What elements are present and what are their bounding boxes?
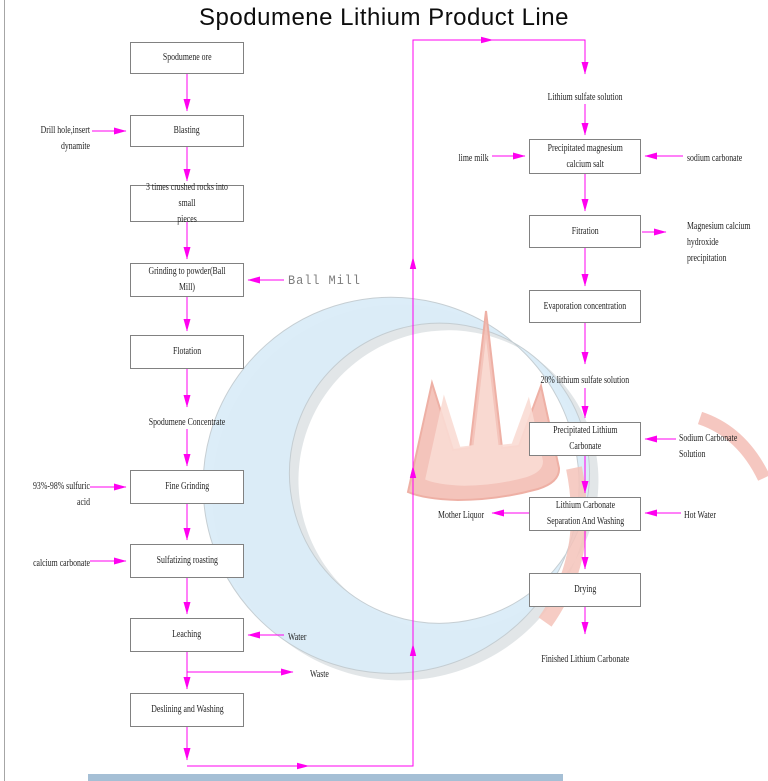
label-mg-ca-hydroxide-precipitation: Magnesium calcium hydroxide precipitatio… <box>687 221 751 264</box>
box-fitration: Fitration <box>529 215 641 248</box>
label-mother-liquor: Mother Liquor <box>437 510 484 521</box>
label-water: Water <box>288 632 307 643</box>
box-precipitated-lithium-carbonate: Precipitated Lithium Carbonate <box>529 422 641 456</box>
box-drying: Drying <box>529 573 641 607</box>
box-separation-washing: Lithium Carbonate Separation And Washing <box>529 497 641 531</box>
box-grinding-ball-mill: Grinding to powder(Ball Mill) <box>130 263 244 297</box>
box-crushed-rocks: 3 times crushed rocks into small pieces <box>130 182 244 225</box>
box-leaching: Leaching <box>130 618 244 652</box>
text-finished-lithium-carbonate: Finished Lithium Carbonate <box>541 654 629 665</box>
label-calcium-carbonate: calcium carbonate <box>33 558 90 569</box>
box-precipitated-mg-ca-salt: Precipitated magnesium calcium salt <box>529 139 641 174</box>
box-deslining-washing: Deslining and Washing <box>130 693 244 727</box>
text-20pct-lithium-sulfate-solution: 20% lithium sulfate solution <box>540 375 630 386</box>
page-left-border <box>4 0 5 781</box>
box-blasting: Blasting <box>130 115 244 147</box>
box-sulfatizing-roasting: Sulfatizing roasting <box>130 544 244 578</box>
midline-arrowheads <box>297 36 494 770</box>
flow-lines <box>90 39 683 767</box>
text-spodumene-concentrate: Spodumene Concentrate <box>148 417 226 428</box>
text-lithium-sulfate-solution: Lithium sulfate solution <box>547 92 623 103</box>
label-lime-milk: lime milk <box>458 153 489 164</box>
label-sodium-carbonate-solution: Sodium Carbonate Solution <box>679 433 738 460</box>
label-drill-hole-insert-dynamite: Drill hole,insert dynamite <box>40 125 90 152</box>
box-spodumene-ore: Spodumene ore <box>130 42 244 74</box>
label-ball-mill: Ball Mill <box>288 273 361 288</box>
label-sodium-carbonate: sodium carbonate <box>687 153 743 164</box>
label-waste: Waste <box>310 669 329 680</box>
label-sulfuric-acid: 93%-98% sulfuric acid <box>33 481 90 508</box>
box-flotation: Flotation <box>130 335 244 369</box>
box-evaporation-concentration: Evaporation concentration <box>529 290 641 323</box>
box-fine-grinding: Fine Grinding <box>130 470 244 504</box>
page-title: Spodumene Lithium Product Line <box>199 4 569 31</box>
label-hot-water: Hot Water <box>684 510 716 521</box>
watermark-bottom-bar <box>88 774 563 781</box>
